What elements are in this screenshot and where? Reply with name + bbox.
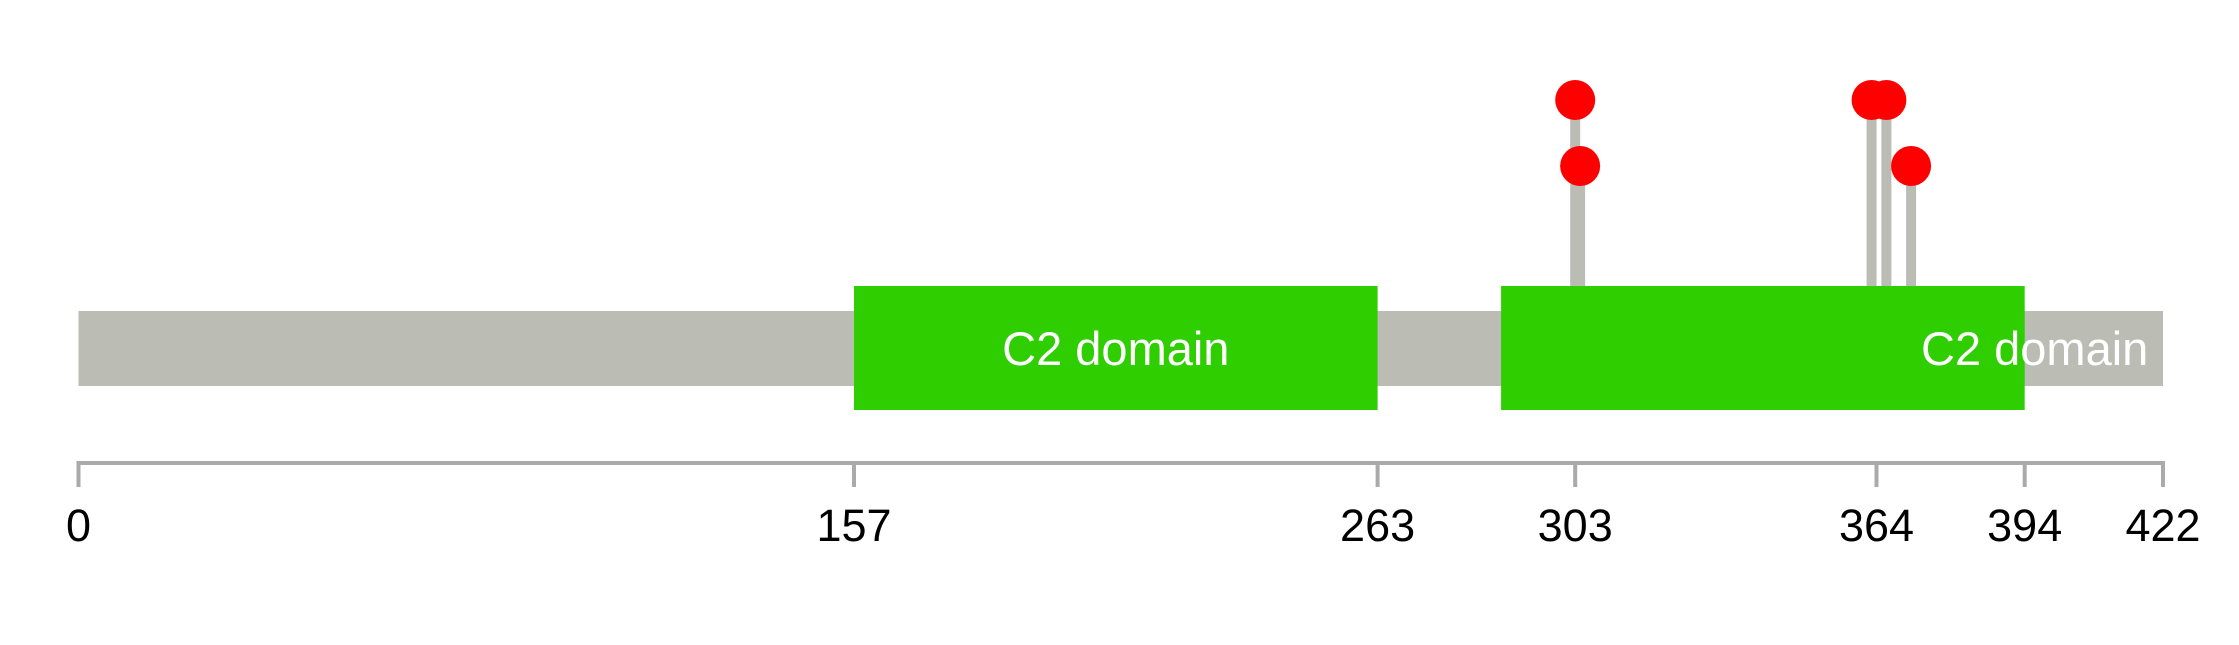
x-tick — [1375, 461, 1380, 487]
mutation-marker[interactable] — [1555, 80, 1596, 120]
x-tick — [76, 461, 81, 487]
x-tick-label: 303 — [1538, 500, 1613, 551]
x-tick — [2022, 461, 2027, 487]
domain-1 — [854, 286, 1378, 410]
x-tick — [1573, 461, 1578, 487]
mutation-marker[interactable] — [1560, 146, 1601, 186]
x-tick-label: 157 — [816, 500, 891, 551]
x-tick-label: 422 — [2125, 500, 2200, 551]
x-axis-line — [76, 461, 2165, 465]
mutation-stem — [1906, 166, 1917, 286]
mutation-marker[interactable] — [1891, 146, 1932, 186]
x-tick — [2161, 461, 2165, 487]
x-tick — [1874, 461, 1879, 487]
domain-2 — [1501, 286, 2025, 410]
mutation-stem — [1881, 100, 1892, 286]
x-tick-label: 394 — [1987, 500, 2062, 551]
x-tick-label: 364 — [1839, 500, 1914, 551]
x-tick-label: 0 — [66, 500, 91, 551]
mutation-stem — [1866, 100, 1877, 286]
domain-label: C2 domain — [1921, 322, 2148, 375]
mutation-stem — [1575, 166, 1586, 286]
x-tick-label: 263 — [1340, 500, 1415, 551]
x-tick — [852, 461, 857, 487]
domain-label: C2 domain — [1002, 322, 1229, 375]
mutation-marker[interactable] — [1866, 80, 1907, 120]
